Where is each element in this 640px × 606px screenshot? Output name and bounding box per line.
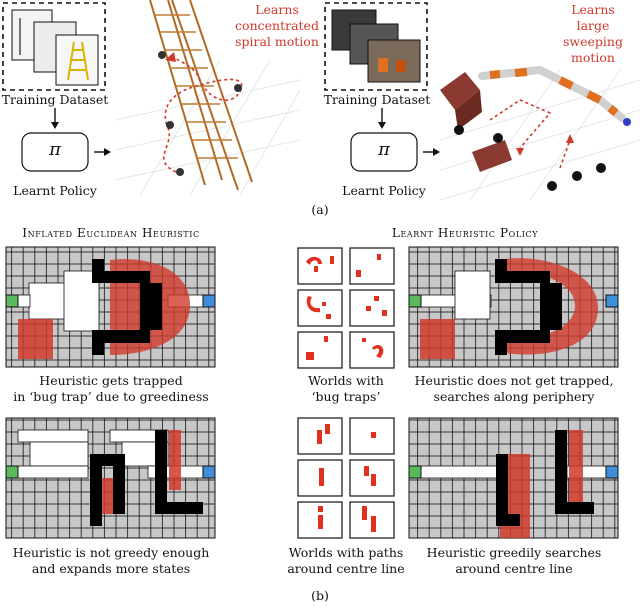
learns-right-line1: Learns — [571, 2, 615, 17]
dataset-images-left — [11, 9, 99, 86]
panel-b-label: (b) — [311, 588, 329, 603]
training-dataset-left-label: Training Dataset — [1, 92, 109, 107]
grid-learnt-centreline — [408, 417, 619, 539]
learnt-policy-left-label: Learnt Policy — [13, 183, 97, 198]
caption-r2-mid: Worlds with paths around centre line — [286, 545, 406, 577]
pi-symbol-right: π — [378, 139, 390, 160]
caption-r2-mid-line2: around centre line — [287, 561, 405, 576]
panel-a-label: (a) — [311, 202, 329, 217]
caption-r1-right-line1: Heuristic does not get trapped, — [414, 373, 614, 388]
caption-r1-left-line1: Heuristic gets trapped — [39, 373, 183, 388]
learns-left-line3: spiral motion — [235, 34, 319, 49]
grid-euclidean-centreline — [5, 417, 216, 539]
caption-r2-mid-line1: Worlds with paths — [288, 545, 404, 560]
learns-left-caption: Learns concentrated spiral motion — [232, 2, 322, 50]
learns-right-line3: motion — [571, 50, 615, 65]
drone-icons — [158, 51, 242, 176]
caption-r1-mid: Worlds with ‘bug traps’ — [286, 373, 406, 405]
inflated-euclidean-title: Inflated Euclidean Heuristic — [22, 226, 200, 240]
policy-box-right — [350, 132, 418, 172]
worlds-bugtraps — [297, 247, 395, 369]
caption-r2-left: Heuristic is not greedy enough and expan… — [0, 545, 222, 577]
caption-r1-mid-line2: ‘bug traps’ — [311, 389, 381, 404]
caption-r2-right: Heuristic greedily searches around centr… — [400, 545, 628, 577]
ladder-scene — [114, 0, 301, 196]
caption-r2-left-line2: and expands more states — [31, 561, 191, 576]
spiral-trajectory — [163, 54, 243, 173]
learnt-heuristic-title: Learnt Heuristic Policy — [391, 226, 539, 240]
training-dataset-box-left — [2, 2, 106, 91]
grid-euclidean-bugtrap — [5, 246, 216, 368]
policy-box-left — [21, 132, 89, 172]
caption-r1-right-line2: searches along periphery — [433, 389, 595, 404]
learnt-policy-right-label: Learnt Policy — [342, 183, 426, 198]
grid-learnt-bugtrap — [408, 246, 619, 368]
construction-scene — [439, 66, 640, 201]
learns-right-line2: large sweeping — [563, 18, 623, 49]
caption-r2-right-line2: around centre line — [455, 561, 573, 576]
caption-r1-right: Heuristic does not get trapped, searches… — [400, 373, 628, 405]
worlds-centreline — [297, 417, 395, 539]
caption-r1-mid-line1: Worlds with — [308, 373, 384, 388]
learns-left-line1: Learns — [255, 2, 299, 17]
training-dataset-box-right — [324, 2, 428, 91]
pi-symbol-left: π — [49, 139, 61, 160]
learns-left-line2: concentrated — [235, 18, 319, 33]
caption-r2-left-line1: Heuristic is not greedy enough — [12, 545, 210, 560]
dataset-images-right — [331, 9, 421, 83]
training-dataset-right-label: Training Dataset — [323, 92, 431, 107]
learns-right-caption: Learns large sweeping motion — [545, 2, 640, 66]
caption-r2-right-line1: Heuristic greedily searches — [426, 545, 602, 560]
caption-r1-left-line2: in ‘bug trap’ due to greediness — [13, 389, 209, 404]
caption-r1-left: Heuristic gets trapped in ‘bug trap’ due… — [0, 373, 222, 405]
